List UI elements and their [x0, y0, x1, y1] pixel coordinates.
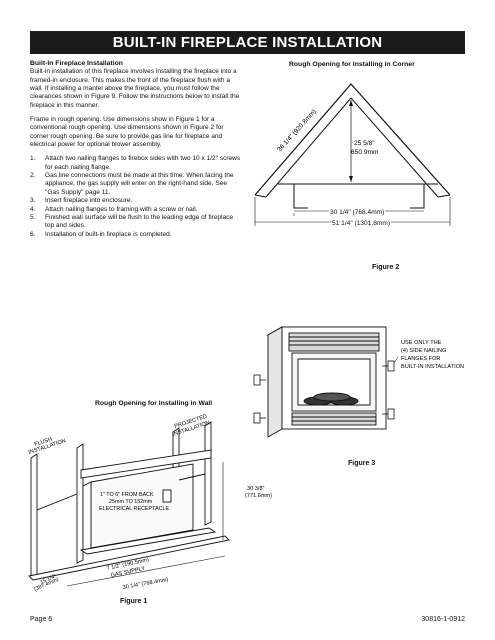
flush-label-1: FLUSH	[34, 437, 53, 448]
width-label: 30 1/4" (768.4mm)	[122, 577, 169, 591]
figure1-title: Rough Opening for Installing in Wall	[95, 400, 213, 407]
figure2-title: Rough Opening for Installing in Corner	[289, 61, 415, 68]
figure2-label: Figure 2	[372, 264, 400, 271]
note-line-4: BUILT-IN INSTALLATION	[401, 364, 464, 370]
step-item: 4.Attach nailing flanges to framing with…	[30, 205, 198, 213]
nailing-flanges	[253, 360, 395, 424]
note-line-1: USE ONLY THE	[401, 340, 442, 346]
steps-list: 1.Attach two nailing flanges to firebox …	[30, 155, 243, 238]
height-label-1: 30 3/8"	[247, 486, 265, 492]
frame-paragraph: Frame in rough opening. Use dimensions s…	[30, 116, 224, 149]
step-item: 1.Attach two nailing flanges to firebox …	[30, 155, 241, 171]
page-title: BUILT-IN FIREPLACE INSTALLATION	[30, 31, 465, 54]
figure2-corner-diagram: 25 5/8" 650.9mm 36 1/4" (920.8mm) 30 1/4…	[254, 83, 451, 229]
figure3-fireplace-drawing	[253, 326, 399, 438]
note-line-2: (4) SIDE NAILING	[401, 348, 446, 354]
note-line-3: FLANGES FOR	[401, 356, 440, 362]
step-item: 3.Insert fireplace into enclosure.	[30, 197, 133, 205]
depth-dim-label-2: 650.9mm	[351, 149, 379, 156]
instructions-column: Built-In Fireplace Installation Built-in…	[30, 60, 243, 239]
outer-width-label: 51 1/4" (1301.8mm)	[332, 220, 390, 227]
document-code: 30816-1-0912	[421, 616, 465, 623]
step-item: 6.Installation of built-in fireplace is …	[30, 230, 172, 238]
intro-paragraph: Built-in installation of this fireplace …	[30, 68, 240, 109]
figure3-label: Figure 3	[348, 460, 376, 467]
figure3-note: USE ONLY THE (4) SIDE NAILING FLANGES FO…	[401, 340, 464, 370]
receptacle-label-3: ELECTRICAL RECEPTACLE	[99, 506, 170, 512]
receptacle-label-2: 25mm TO 152mm	[109, 499, 153, 505]
figure1-framing-diagram: FLUSH INSTALLATION PROJECTED INSTALLATIO…	[28, 414, 272, 593]
wall-framing	[28, 421, 230, 581]
depth-dim-label-1: 25 5/8"	[354, 140, 375, 147]
inner-width-label: 30 1/4" (768.4mm)	[330, 209, 384, 216]
corner-walls	[254, 83, 451, 209]
section-heading: Built-In Fireplace Installation	[30, 60, 123, 67]
height-label-2: (771.6mm)	[245, 493, 272, 499]
page-number: Page 6	[30, 616, 53, 623]
step-item: 2.Gas line connections must be made at t…	[30, 172, 234, 196]
receptacle-label-1: 1" TO 6" FROM BACK	[100, 492, 154, 498]
figure1-label: Figure 1	[120, 598, 148, 605]
step-item: 5.Finished wall surface will be flush to…	[30, 213, 234, 230]
